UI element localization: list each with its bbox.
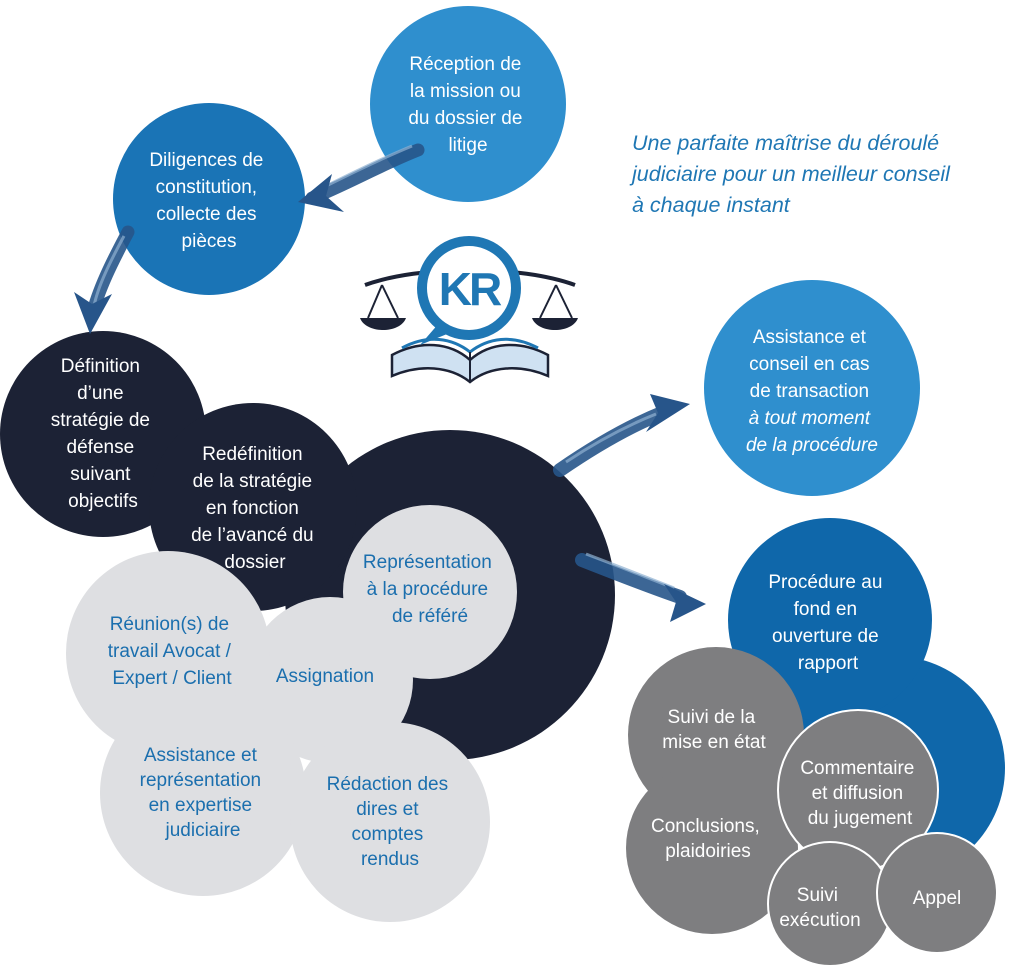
- suivi-mise-en-etat-text: Suivi de la mise en état: [662, 707, 766, 753]
- assistance-transaction-text: Assistance et conseil en cas de transact…: [746, 327, 878, 456]
- redaction-text: Rédaction des dires et comptes rendus: [327, 774, 454, 870]
- arrow-reception-to-diligences: [298, 143, 425, 212]
- redaction-bubble: [290, 722, 490, 922]
- procedure-fond-bubble: [728, 518, 932, 722]
- suivi-execution-text: Suivi exécution: [779, 885, 860, 931]
- assignation-text: Assignation: [276, 666, 374, 687]
- tagline-line-1: Une parfaite maîtrise du déroulé: [632, 131, 940, 155]
- logo-ring: [417, 236, 521, 340]
- arrow-to-procedure-fond: [575, 552, 706, 622]
- conclusions-text: Conclusions, plaidoiries: [651, 816, 765, 862]
- conclusions-bubble: [626, 762, 798, 934]
- representation-refere-text: Représentation à la procédure de référé: [363, 552, 497, 627]
- tagline: Une parfaite maîtrise du déroulé judicia…: [632, 128, 1022, 221]
- appel-text: Appel: [913, 888, 962, 909]
- reunions-text: Réunion(s) de travail Avocat / Expert / …: [108, 614, 237, 689]
- open-book-icon: [390, 337, 550, 384]
- assistance-expertise-bubble: [100, 690, 306, 896]
- logo-ring-tail: [420, 322, 452, 345]
- procedure-fond-text: Procédure au fond en ouverture de rappor…: [768, 572, 887, 674]
- redefinition-text: Redéfinition de la stratégie en fonction…: [191, 444, 319, 573]
- assignation-bubble: [247, 597, 413, 763]
- diligences-bubble: [113, 103, 305, 295]
- arrow-to-transaction: [553, 394, 690, 477]
- commentaire-text: Commentaire et diffusion du jugement: [800, 758, 919, 829]
- logo-monogram: KR: [439, 263, 502, 315]
- arrow-diligences-to-definition: [74, 225, 135, 334]
- tagline-line-3: à chaque instant: [632, 193, 790, 217]
- assistance-transaction-bubble: [704, 280, 920, 496]
- appel-bubble: [876, 832, 998, 954]
- diligences-text: Diligences de constitution, collecte des…: [149, 150, 268, 252]
- kr-logo: KR: [360, 236, 578, 384]
- reception-text: Réception de la mission ou du dossier de…: [408, 54, 527, 156]
- definition-text: Définition d’une stratégie de défense su…: [51, 356, 156, 512]
- reception-bubble: [370, 6, 566, 202]
- tagline-line-2: judiciaire pour un meilleur conseil: [632, 162, 950, 186]
- assistance-expertise-text: Assistance et représentation en expertis…: [140, 745, 267, 841]
